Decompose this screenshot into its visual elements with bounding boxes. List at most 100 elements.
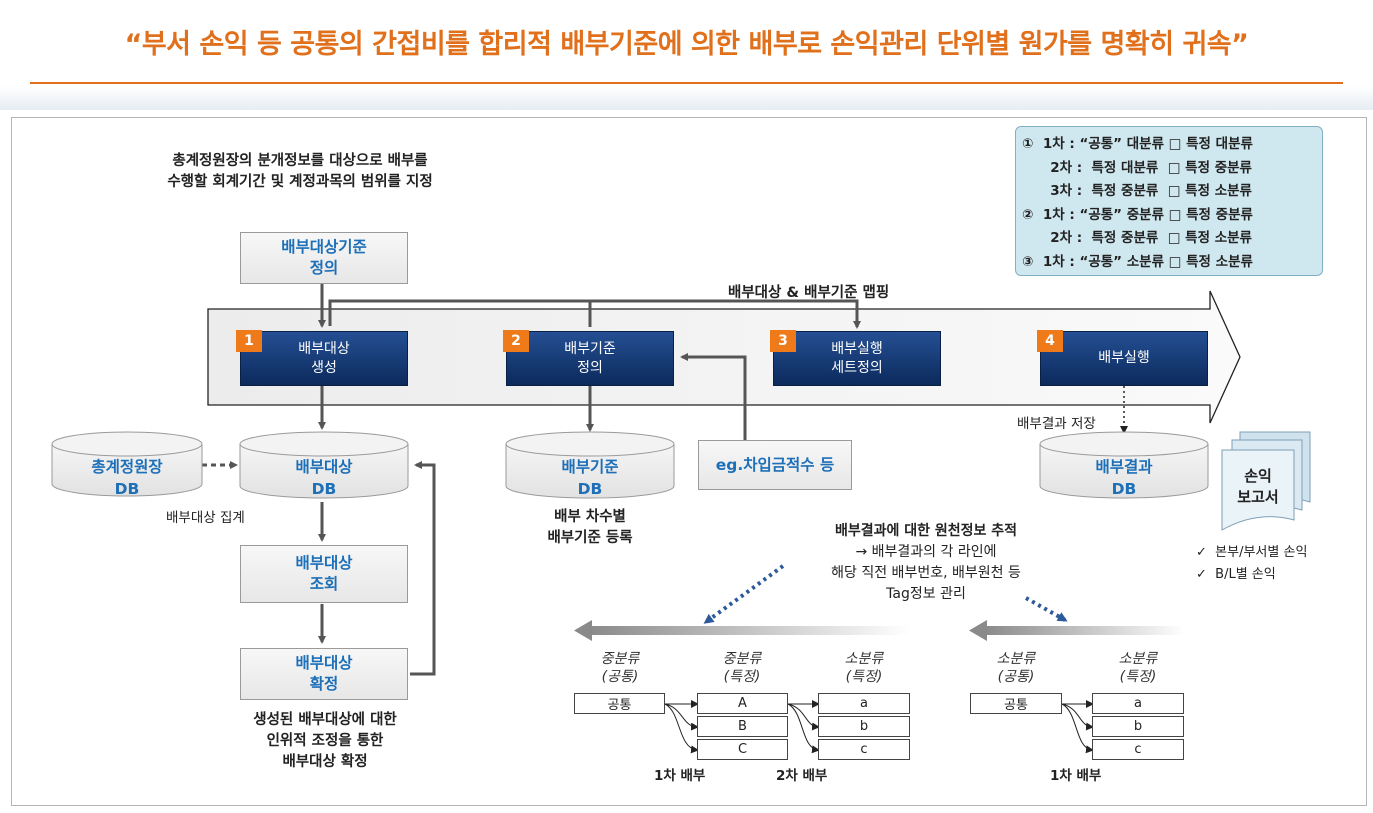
scope-note-line: 수행할 회계기간 및 계정과목의 범위를 지정: [167, 174, 433, 190]
page-title: “부서 손익 등 공통의 간접비를 합리적 배부기준에 의한 배부로 손익관리 …: [124, 29, 1249, 60]
legend-line: 2차 : 특정 대분류 □ 특정 중분류: [1022, 159, 1252, 176]
tree-header-line: 중분류: [600, 651, 640, 667]
trace-title: 배부결과에 대한 원천정보 추적: [834, 523, 1018, 539]
criteria-note-line: 배부 차수별: [554, 509, 626, 525]
tree2-leaf-node: c: [1092, 739, 1184, 760]
step-label: 배부실행: [1098, 350, 1150, 366]
tree2-leaf-node: b: [1092, 716, 1184, 737]
db-label-line: 배부결과: [1095, 458, 1153, 476]
report-item-label: 본부/부서별 손익: [1215, 545, 1308, 560]
pl-report: 손익 보고서: [1222, 466, 1294, 508]
trace-line: 해당 직전 배부번호, 배부원천 등: [831, 565, 1021, 581]
legend-line: ② 1차 : “공통” 중분류 □ 특정 중분류: [1022, 206, 1253, 223]
report-items: ✓ 본부/부서별 손익 ✓ B/L별 손익: [1196, 542, 1307, 586]
box-label: 조회: [309, 575, 339, 593]
report-item: ✓ 본부/부서별 손익: [1196, 542, 1307, 564]
tree-header-line: (공통): [601, 669, 639, 685]
box-label: 정의: [309, 259, 339, 277]
tree-header-line: (특정): [723, 669, 761, 685]
mapping-connector: [328, 299, 861, 329]
tree1-mid-node: B: [697, 716, 788, 737]
tree2-direction-arrow: [969, 620, 1185, 641]
tree1-leaf-node: a: [818, 693, 910, 714]
result-db-cylinder: [1039, 431, 1209, 499]
legend-line: 3차 : 특정 중분류 □ 특정 소분류: [1022, 183, 1252, 199]
step-label: 정의: [577, 359, 603, 376]
confirm-note-line: 생성된 배부대상에 대한: [253, 712, 397, 728]
db-label-line: 총계정원장: [91, 458, 163, 476]
step-4-execute: 배부실행: [1040, 331, 1208, 386]
tree-header-line: (특정): [845, 669, 883, 685]
example-criteria-box: eg.차입금적수 등: [698, 440, 852, 490]
target-query-box: 배부대상 조회: [240, 545, 408, 603]
tree1-direction-arrow: [574, 620, 910, 641]
step-number-badge: 3: [770, 330, 796, 352]
box-label: 확정: [309, 675, 339, 693]
step-1-create-target: 배부대상 생성: [240, 331, 408, 386]
target-db-label: 배부대상 DB: [240, 456, 408, 500]
tree1-leaf-node: b: [818, 716, 910, 737]
tree2-connectors: [1061, 700, 1094, 754]
title-band: [0, 0, 1373, 110]
confirm-note: 생성된 배부대상에 대한 인위적 조정을 통한 배부대상 확정: [180, 710, 470, 773]
step-label: 생성: [311, 359, 337, 376]
report-title-line: 손익: [1244, 467, 1272, 485]
tree2-leaf-node: a: [1092, 693, 1184, 714]
tree1-root-node: 공통: [574, 693, 665, 714]
db-label-line: DB: [114, 480, 140, 498]
confirm-note-line: 인위적 조정을 통한: [266, 733, 384, 749]
box-label: 배부대상: [295, 654, 353, 672]
step-2-define-criteria: 배부기준 정의: [506, 331, 674, 386]
allocation-legend: ① 1차 : “공통” 대분류 □ 특정 대분류 2차 : 특정 대분류 □ 특…: [1015, 126, 1323, 276]
ledger-db-label: 총계정원장 DB: [52, 456, 202, 500]
result-db-label: 배부결과 DB: [1040, 456, 1208, 500]
trace-line: → 배부결과의 각 라인에: [855, 544, 997, 560]
db-label-line: 배부대상: [295, 458, 353, 476]
db-label-line: DB: [311, 480, 337, 498]
target-criteria-definition-box: 배부대상기준 정의: [240, 232, 408, 284]
step-number-badge: 1: [236, 330, 262, 352]
report-item-label: B/L별 손익: [1215, 567, 1276, 582]
tree-header-line: (공통): [997, 669, 1035, 685]
title-underline: [30, 82, 1343, 84]
save-result-label: 배부결과 저장: [1017, 416, 1096, 432]
arrow-eg-to-step2: [680, 353, 747, 440]
tree1-caption: 1차 배부: [654, 768, 706, 784]
legend-line: ① 1차 : “공통” 대분류 □ 특정 대분류: [1022, 136, 1253, 152]
tree2-caption: 1차 배부: [1050, 768, 1102, 784]
tree1-header: 소분류 (특정): [818, 650, 910, 686]
tree2-header: 소분류 (공통): [970, 650, 1062, 686]
tree1-connectors: [664, 700, 820, 754]
trace-arrow-right: [1025, 596, 1068, 622]
arrow-confirm-to-targetdb: [410, 461, 436, 676]
check-icon: ✓: [1196, 545, 1207, 560]
step-number-badge: 4: [1037, 330, 1063, 352]
tree1-header: 중분류 (공통): [575, 650, 665, 686]
step-label: 배부실행: [831, 340, 883, 357]
tree1-caption: 2차 배부: [776, 768, 828, 784]
target-db-cylinder: [239, 431, 409, 499]
target-aggregate-label: 배부대상 집계: [166, 510, 245, 526]
tree1-header: 중분류 (특정): [697, 650, 787, 686]
tree-header-line: 소분류: [844, 651, 884, 667]
tree1-leaf-node: c: [818, 739, 910, 760]
target-confirm-box: 배부대상 확정: [240, 648, 408, 700]
box-label: 배부대상: [295, 554, 353, 572]
step-label: 배부대상: [298, 340, 350, 357]
box-label: 배부대상기준: [281, 238, 367, 256]
tree-header-line: 소분류: [996, 651, 1036, 667]
legend-line: ③ 1차 : “공통” 소분류 □ 특정 소분류: [1022, 253, 1253, 270]
confirm-note-line: 배부대상 확정: [282, 754, 368, 770]
step-number-badge: 2: [503, 330, 529, 352]
step-label: 배부기준: [564, 340, 616, 357]
step-label: 세트정의: [831, 359, 883, 376]
criteria-db-label: 배부기준 DB: [506, 456, 674, 500]
db-label-line: DB: [577, 480, 603, 498]
ledger-db-cylinder: [51, 431, 203, 497]
trace-arrow-left: [703, 564, 785, 624]
mapping-label: 배부대상 & 배부기준 맵핑: [728, 285, 890, 301]
report-document-stack: [1221, 431, 1311, 531]
criteria-note-line: 배부기준 등록: [547, 530, 633, 546]
criteria-db-cylinder: [505, 431, 675, 499]
